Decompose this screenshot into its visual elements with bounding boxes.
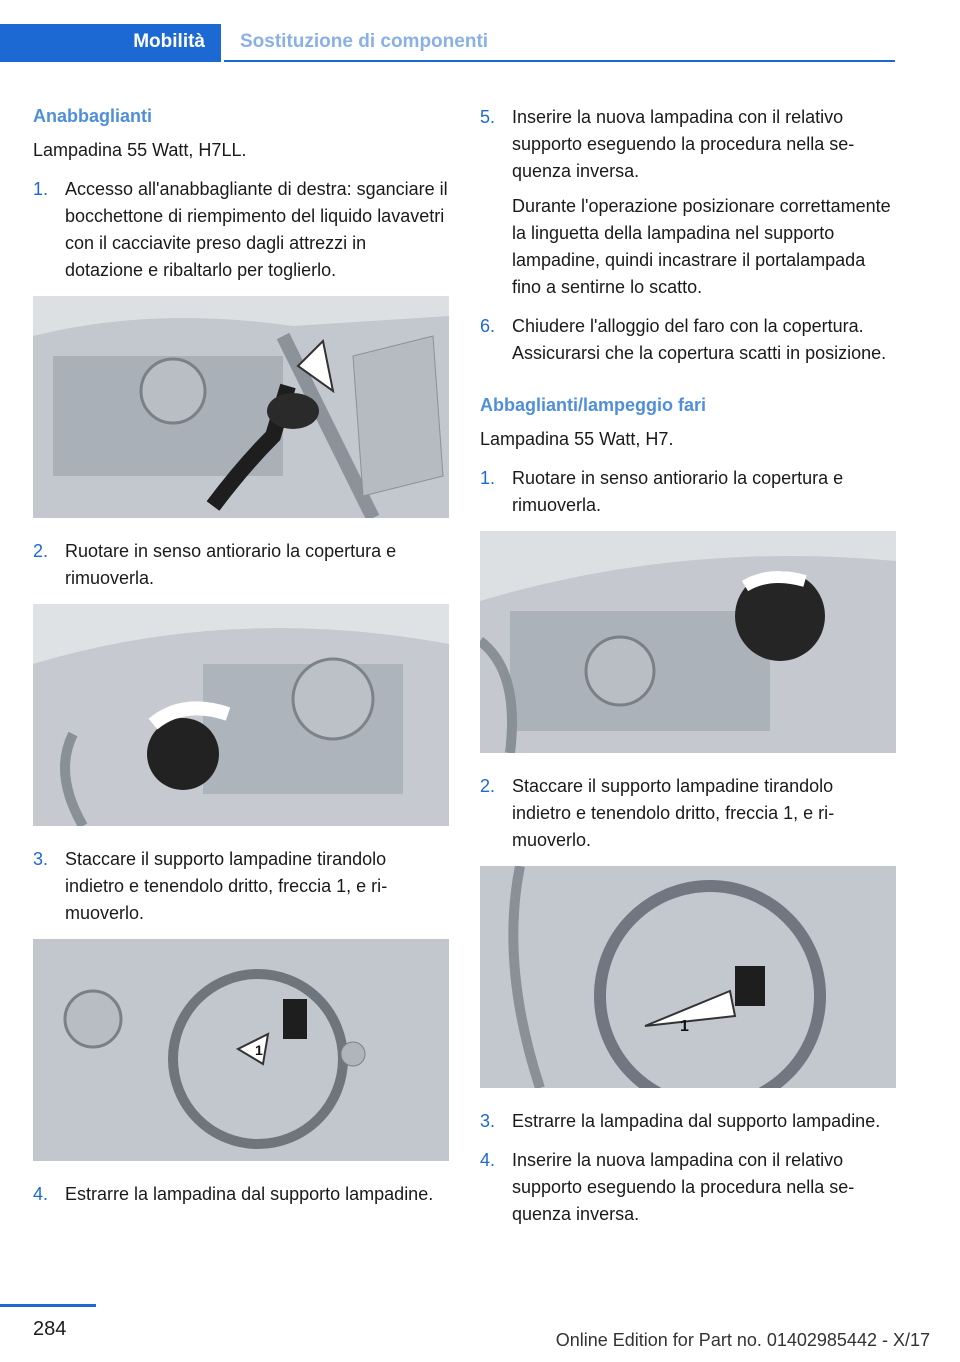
step-text: Ruotare in senso antiorario la copertura… xyxy=(65,541,397,588)
section-title-anabbaglianti: Anabbaglianti xyxy=(33,106,153,126)
edition-note: Online Edition for Part no. 01402985442 … xyxy=(555,1330,930,1350)
left-column: Anabbaglianti Lampadina 55 Watt, H7LL. 1… xyxy=(33,104,449,1220)
figure-washer-filler xyxy=(33,296,449,518)
step-number: 2. xyxy=(33,541,49,561)
step-3-high: 3. Estrarre la lampadina dal supporto la… xyxy=(480,1108,896,1135)
step-1-high: 1. Ruotare in senso antiorario la copert… xyxy=(480,465,896,519)
step-1: 1. Accesso all'anabbagliante di destra: … xyxy=(33,176,449,284)
step-number: 1. xyxy=(480,468,496,488)
step-2: 2. Ruotare in senso antiorario la copert… xyxy=(33,538,449,592)
step-text: Staccare il supporto lampadine tirandolo… xyxy=(512,776,835,850)
page-header: Mobilità Sostituzione di componenti xyxy=(0,0,895,62)
tab-sostituzione-label: Sostituzione di componenti xyxy=(240,31,489,52)
section-title-abbaglianti: Abbaglianti/lampeggio fari xyxy=(480,395,707,415)
step-number: 4. xyxy=(480,1150,496,1170)
step-text: Staccare il supporto lampadine tirandolo… xyxy=(65,849,388,923)
figure-bulb-holder-high: 1 xyxy=(480,866,896,1088)
step-text: Ruotare in senso antiorario la copertura… xyxy=(512,468,844,515)
page-number: 284 xyxy=(33,1318,67,1340)
step-4: 4. Estrarre la lampadina dal supporto la… xyxy=(33,1181,449,1208)
step-number: 3. xyxy=(33,849,49,869)
tab-mobilita-label: Mobilità xyxy=(133,31,205,52)
step-4-high: 4. Inserire la nuova lampadina con il re… xyxy=(480,1147,896,1228)
step-text: Estrarre la lampadina dal supporto lampa… xyxy=(512,1111,881,1131)
step-2-high: 2. Staccare il supporto lampadine tirand… xyxy=(480,773,896,854)
header-underline xyxy=(224,60,895,62)
figure-remove-cover-high xyxy=(480,531,896,753)
tab-mobilita[interactable]: Mobilità xyxy=(0,24,221,62)
bulb-spec-low-beam: Lampadina 55 Watt, H7LL. xyxy=(33,140,247,160)
bulb-spec-high-beam: Lampadina 55 Watt, H7. xyxy=(480,429,674,449)
step-number: 2. xyxy=(480,776,496,796)
step-5: 5. Inserire la nuova lampadina con il re… xyxy=(480,104,896,185)
arrow-label: 1 xyxy=(255,1042,263,1058)
step-text: Chiudere l'alloggio del faro con la cope… xyxy=(512,316,887,363)
tab-sostituzione-componenti[interactable]: Sostituzione di componenti xyxy=(224,24,895,62)
figure-bulb-holder: 1 xyxy=(33,939,449,1161)
arrow-label: 1 xyxy=(680,1018,689,1035)
step-6: 6. Chiudere l'alloggio del faro con la c… xyxy=(480,313,896,367)
step-number: 4. xyxy=(33,1184,49,1204)
footer-accent-line xyxy=(0,1304,96,1307)
step-note: Durante l'operazione posizionare corrett… xyxy=(512,196,891,297)
figure-remove-cover xyxy=(33,604,449,826)
right-column: 5. Inserire la nuova lampadina con il re… xyxy=(480,104,896,1240)
step-text: Inserire la nuova lampadina con il relat… xyxy=(512,1150,855,1224)
step-number: 5. xyxy=(480,107,496,127)
step-number: 1. xyxy=(33,179,49,199)
step-3: 3. Staccare il supporto lampadine tirand… xyxy=(33,846,449,927)
step-number: 6. xyxy=(480,316,496,336)
step-number: 3. xyxy=(480,1111,496,1131)
step-text: Accesso all'anabbagliante di destra: sga… xyxy=(65,179,448,280)
step-text: Estrarre la lampadina dal supporto lampa… xyxy=(65,1184,434,1204)
step-text: Inserire la nuova lampadina con il relat… xyxy=(512,107,855,181)
